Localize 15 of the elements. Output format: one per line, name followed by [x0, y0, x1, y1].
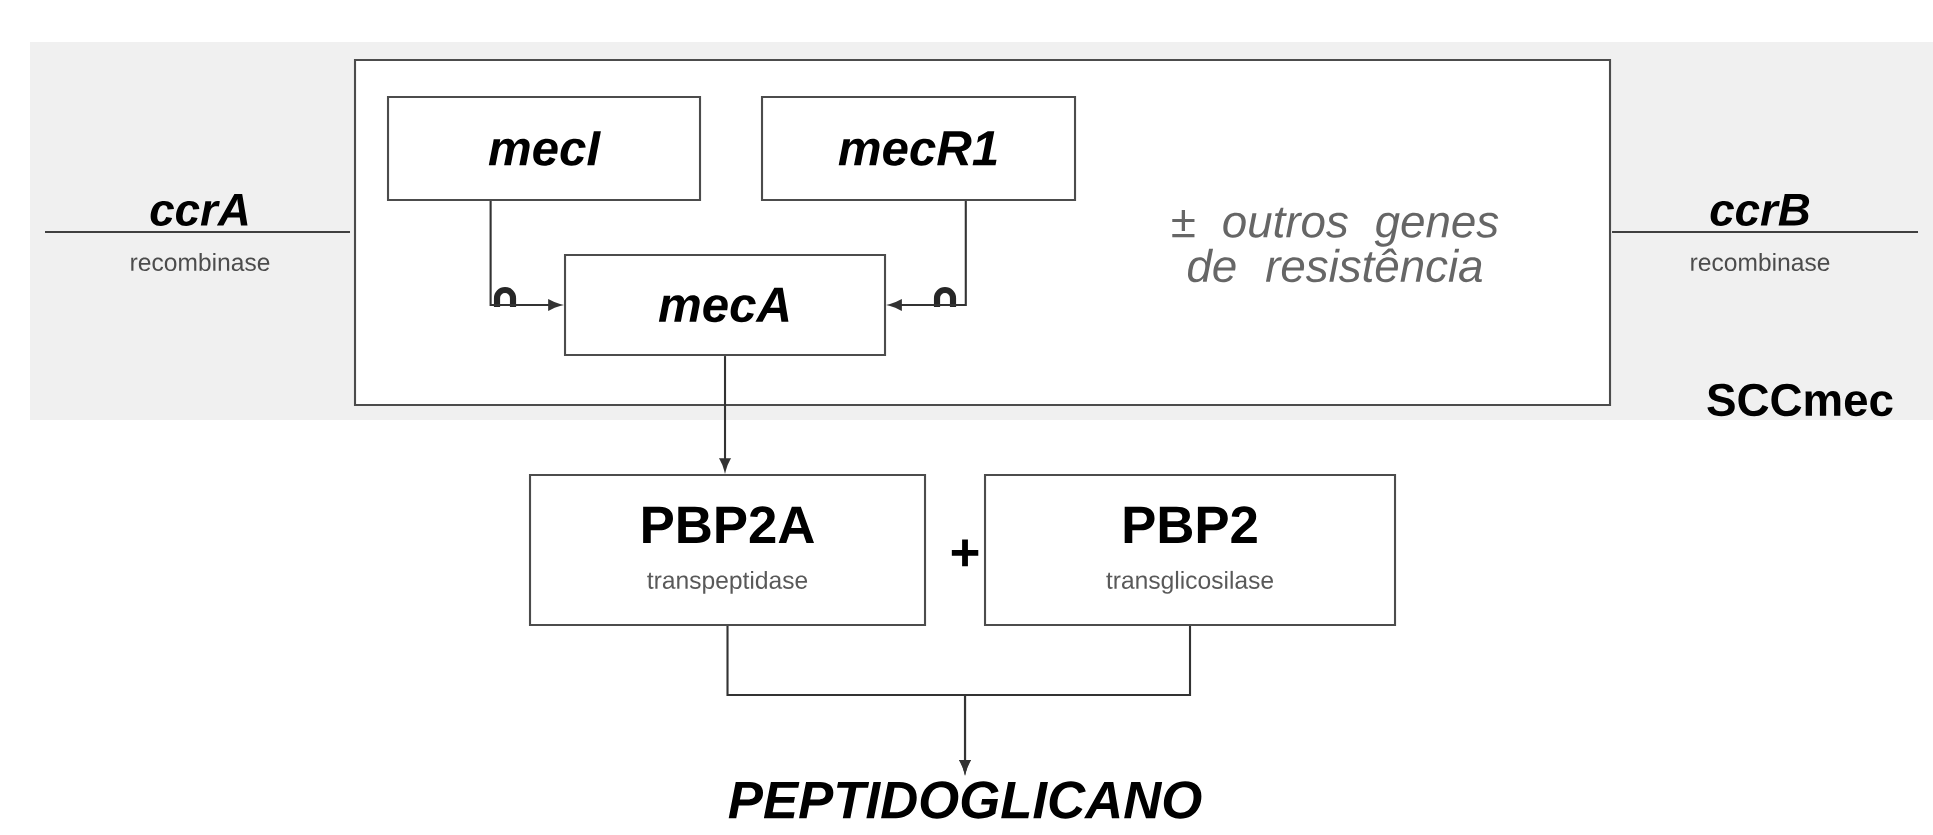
- gene-box: mecA: [563, 253, 887, 357]
- product-label: PEPTIDOGLICANO: [728, 781, 1202, 819]
- gene-box: mecR1: [760, 95, 1077, 202]
- protein-box: PBP2A transpeptidase: [528, 473, 927, 627]
- gene-label: ccrA: [150, 194, 248, 226]
- gene-label: ccrB: [1710, 194, 1810, 226]
- arrow: [889, 201, 967, 311]
- arrow: [959, 626, 1192, 773]
- arrow: [489, 201, 561, 311]
- protein-box: PBP2 transglicosilase: [983, 473, 1397, 627]
- gene-box: mecI: [386, 95, 702, 202]
- plus-sign: +: [951, 539, 979, 567]
- protein-label: recombinase: [1691, 252, 1830, 272]
- arrow: [719, 356, 731, 471]
- protein-label: recombinase: [131, 252, 270, 272]
